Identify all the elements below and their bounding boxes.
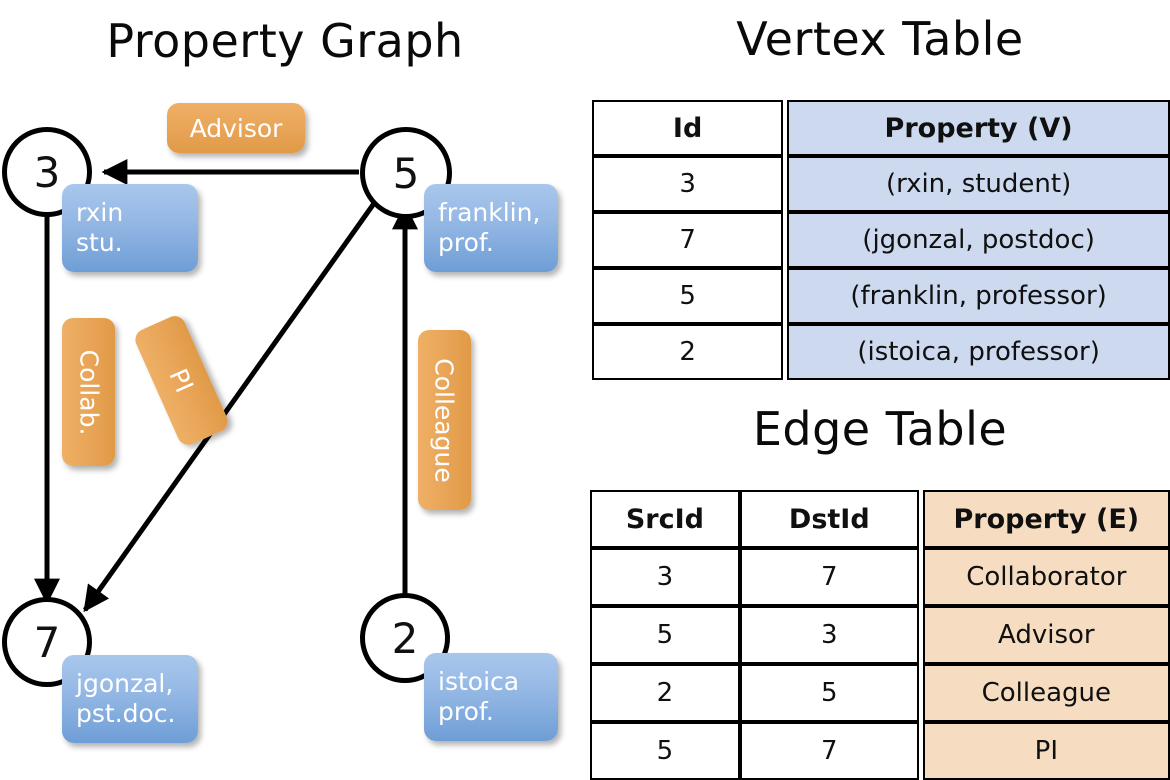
graph-node-5-label: 5 <box>392 148 420 198</box>
edge-label-pi-text: PI <box>163 364 200 397</box>
vertex-cell-id: 5 <box>592 268 784 324</box>
table-row[interactable]: 3 (rxin, student) <box>592 156 1170 212</box>
table-row[interactable]: 5 (franklin, professor) <box>592 268 1170 324</box>
edge-label-collab[interactable]: Collab. <box>62 318 115 466</box>
vertex-cell-property: (rxin, student) <box>787 156 1170 212</box>
edge-cell-dstid: 7 <box>739 722 919 780</box>
edge-cell-property: Colleague <box>922 664 1170 722</box>
table-row[interactable]: 7 (jgonzal, postdoc) <box>592 212 1170 268</box>
edge-label-collab-text: Collab. <box>74 349 103 435</box>
node-property-5-line1: franklin, <box>438 197 541 227</box>
vertex-cell-id: 3 <box>592 156 784 212</box>
vertex-cell-property: (jgonzal, postdoc) <box>787 212 1170 268</box>
edge-cell-srcid: 3 <box>590 548 740 606</box>
node-property-7-line1: jgonzal, <box>76 668 174 698</box>
edge-header-property: Property (E) <box>922 490 1170 548</box>
page-title-vertex-table: Vertex Table <box>736 12 1024 66</box>
node-property-3-line1: rxin <box>76 197 124 227</box>
graph-node-2-label: 2 <box>391 613 419 663</box>
vertex-cell-id: 2 <box>592 324 784 380</box>
graph-node-3-label: 3 <box>33 147 61 197</box>
table-row[interactable]: 5 7 PI <box>590 722 1170 780</box>
edge-header-srcid: SrcId <box>590 490 740 548</box>
vertex-table: Id Property (V) 3 (rxin, student) 7 (jgo… <box>592 100 1170 380</box>
page-title-property-graph: Property Graph <box>106 14 464 68</box>
node-property-box-2[interactable]: istoica prof. <box>424 653 558 741</box>
edge-cell-srcid: 2 <box>590 664 740 722</box>
node-property-3-line2: stu. <box>76 228 123 257</box>
page-title-edge-table: Edge Table <box>752 402 1008 456</box>
edge-cell-srcid: 5 <box>590 722 740 780</box>
node-property-2-line1: istoica <box>438 666 520 696</box>
vertex-cell-id: 7 <box>592 212 784 268</box>
edge-arrow-5-to-7 <box>82 200 378 613</box>
edge-cell-property: Collaborator <box>922 548 1170 606</box>
edge-table: SrcId DstId Property (E) 3 7 Collaborato… <box>590 490 1170 780</box>
edge-cell-property: Advisor <box>922 606 1170 664</box>
edge-label-advisor-text: Advisor <box>189 113 283 143</box>
table-header-row: Id Property (V) <box>592 100 1170 156</box>
table-header-row: SrcId DstId Property (E) <box>590 490 1170 548</box>
table-row[interactable]: 2 5 Colleague <box>590 664 1170 722</box>
table-row[interactable]: 5 3 Advisor <box>590 606 1170 664</box>
edge-cell-dstid: 5 <box>739 664 919 722</box>
edge-label-advisor[interactable]: Advisor <box>167 103 305 153</box>
vertex-header-property: Property (V) <box>787 100 1170 156</box>
node-property-5-line2: prof. <box>438 228 494 257</box>
graph-node-7-label: 7 <box>33 617 61 667</box>
edge-label-colleague-text: Colleague <box>430 357 460 483</box>
node-property-7-line2: pst.doc. <box>76 699 176 728</box>
edge-cell-dstid: 7 <box>739 548 919 606</box>
vertex-header-id: Id <box>592 100 784 156</box>
node-property-box-7[interactable]: jgonzal, pst.doc. <box>62 655 198 743</box>
property-graph-canvas: 3 5 7 2 rxin stu. franklin, prof. jgonza… <box>0 90 585 760</box>
vertex-cell-property: (franklin, professor) <box>787 268 1170 324</box>
edge-cell-property: PI <box>922 722 1170 780</box>
table-row[interactable]: 3 7 Collaborator <box>590 548 1170 606</box>
edge-cell-srcid: 5 <box>590 606 740 664</box>
node-property-box-5[interactable]: franklin, prof. <box>424 184 558 272</box>
node-property-2-line2: prof. <box>438 697 494 726</box>
edge-header-dstid: DstId <box>739 490 919 548</box>
graph-edges-svg <box>34 159 418 613</box>
edge-label-colleague[interactable]: Colleague <box>418 330 471 510</box>
table-row[interactable]: 2 (istoica, professor) <box>592 324 1170 380</box>
edge-cell-dstid: 3 <box>739 606 919 664</box>
graph-node-3[interactable]: 3 <box>2 127 92 217</box>
node-property-box-3[interactable]: rxin stu. <box>62 184 198 272</box>
vertex-cell-property: (istoica, professor) <box>787 324 1170 380</box>
